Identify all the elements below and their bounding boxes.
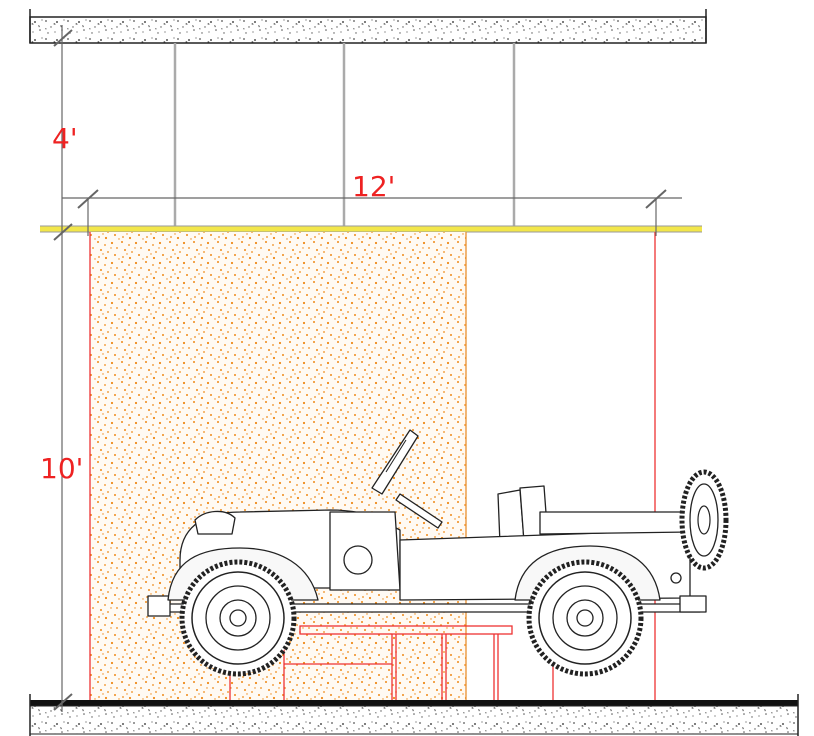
spare-tire-icon — [679, 469, 729, 571]
hanger-rods — [173, 43, 516, 228]
dimension-upper-height: 4' — [52, 122, 78, 155]
ceiling-slab — [29, 9, 707, 44]
floor-slab — [29, 694, 799, 736]
dimension-lines — [53, 25, 682, 712]
ceiling-beam — [40, 225, 702, 233]
dimension-width: 12' — [352, 170, 395, 203]
front-wheel — [179, 559, 297, 677]
dimension-lower-height: 10' — [40, 452, 83, 485]
rear-wheel — [526, 559, 644, 677]
